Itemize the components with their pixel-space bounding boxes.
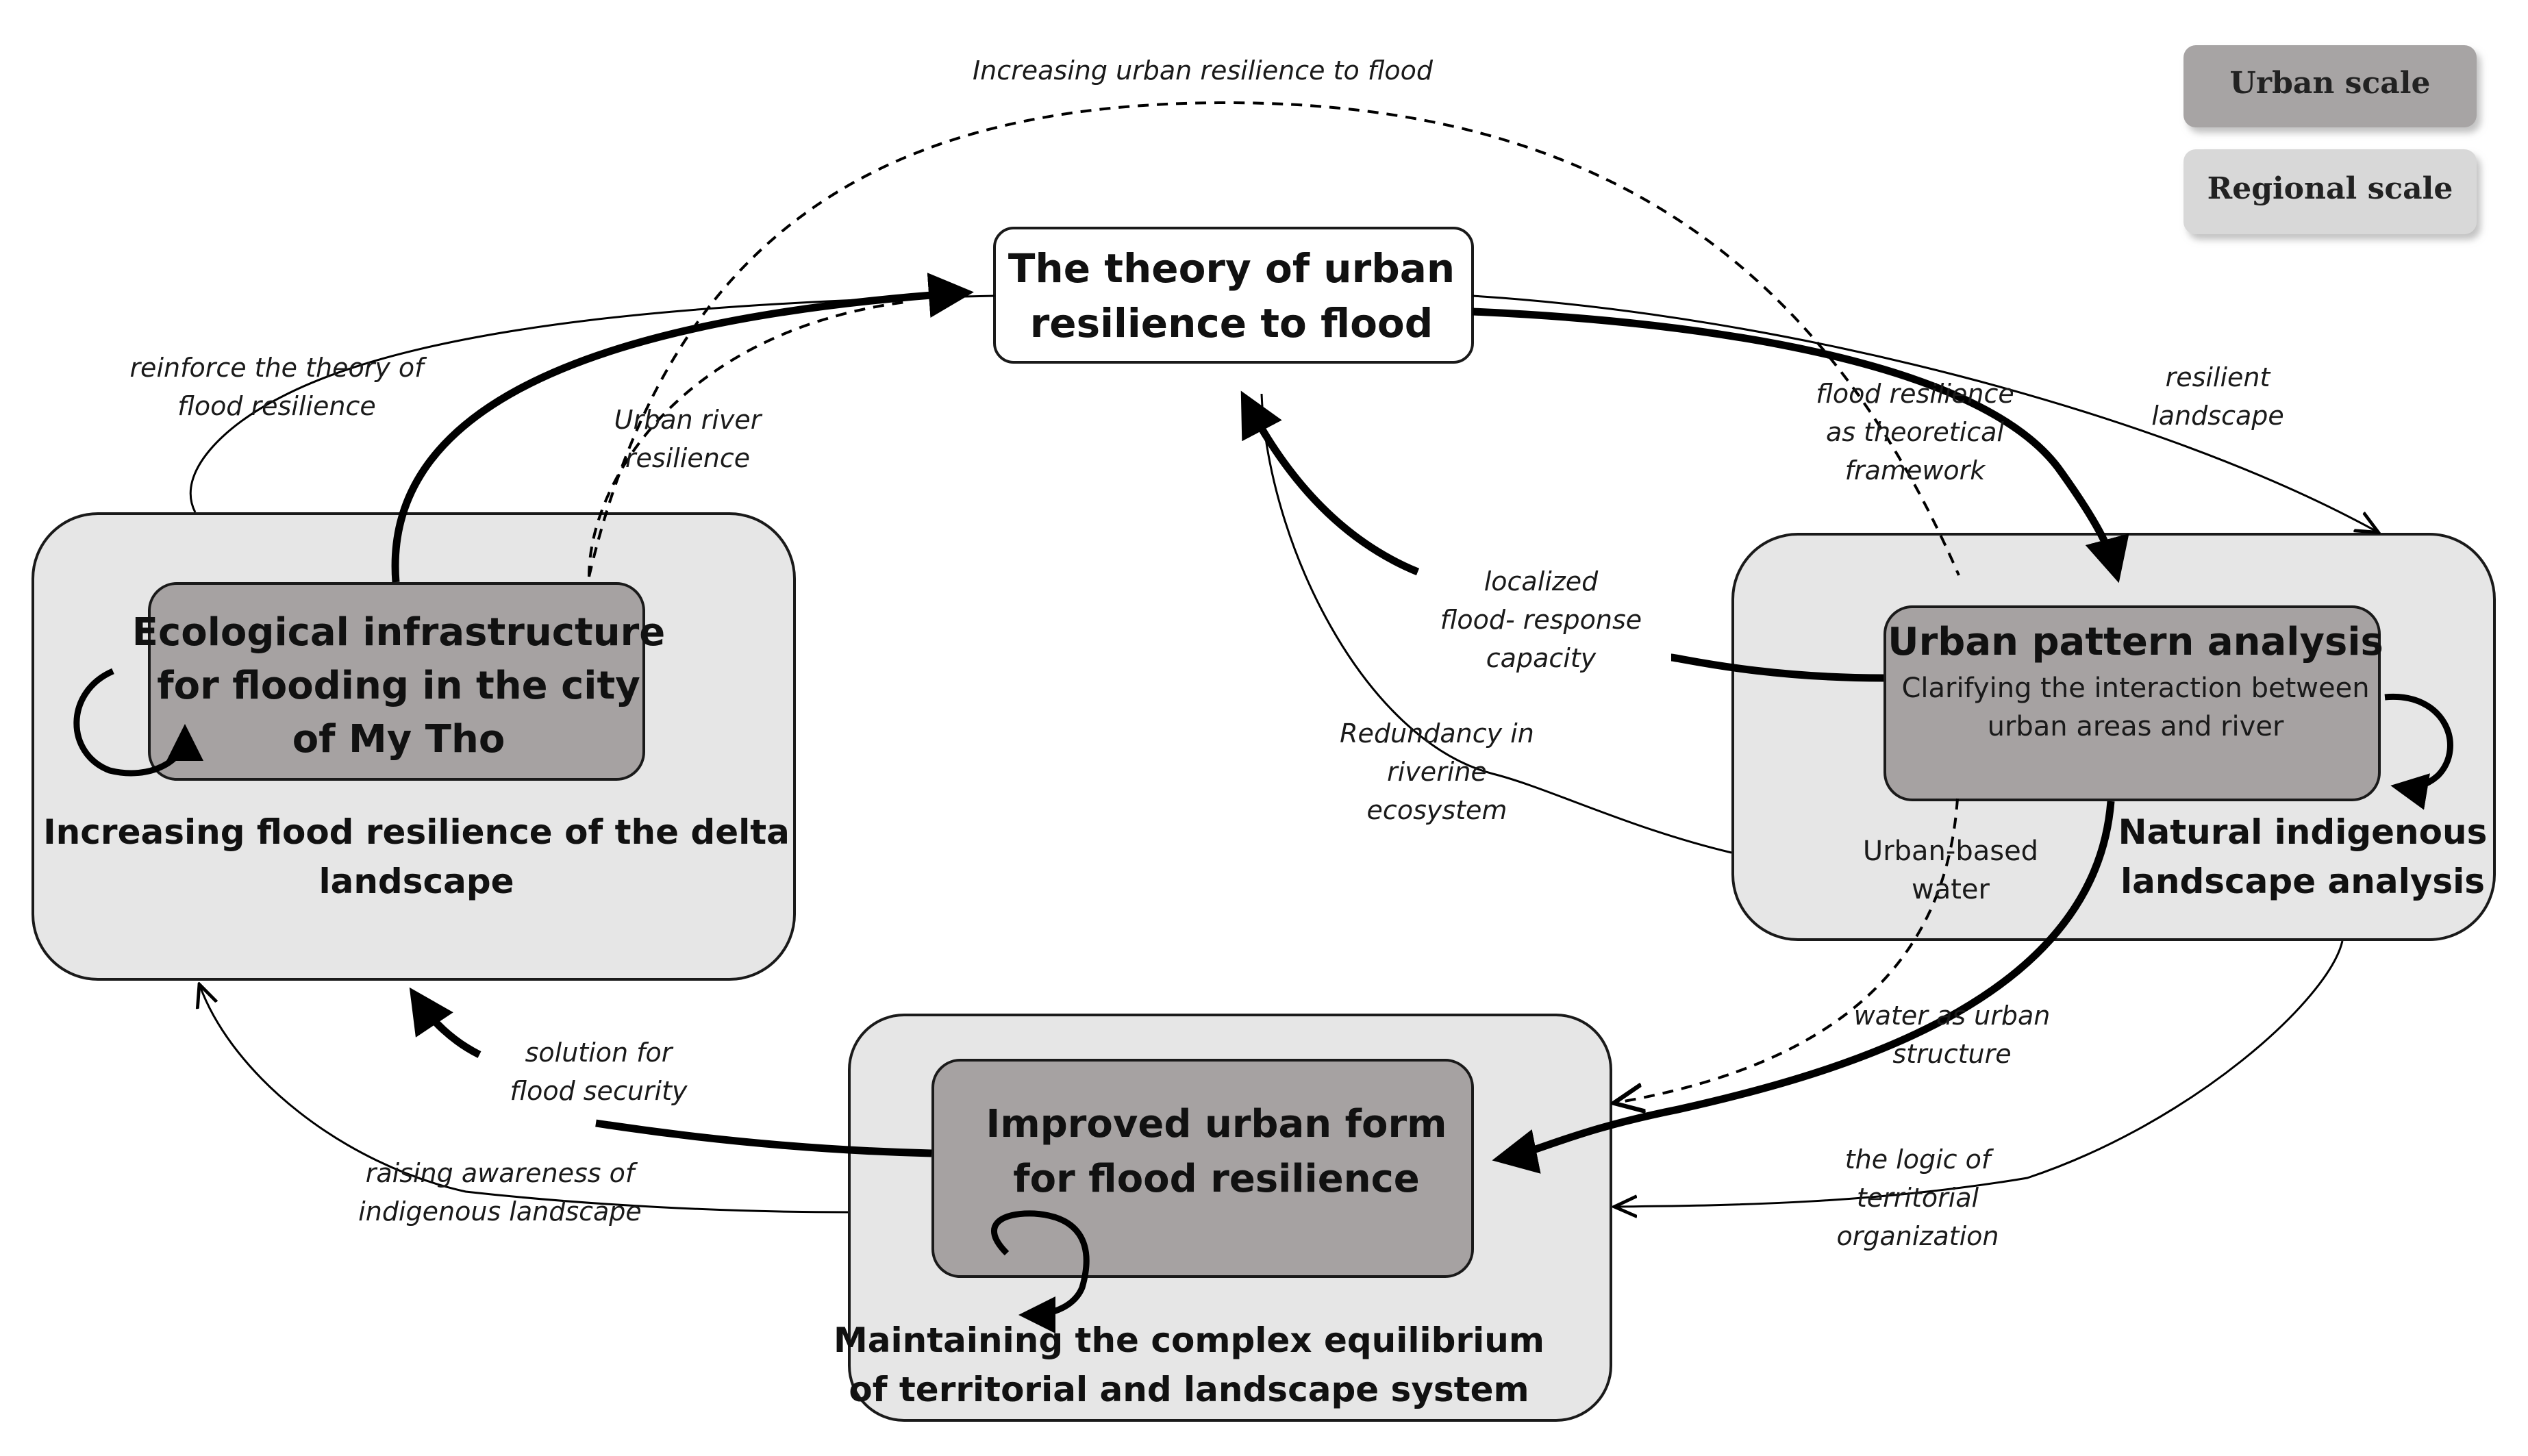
dashed-urban-water bbox=[1616, 798, 1959, 1103]
thick-left-to-theory bbox=[391, 273, 974, 583]
self-loops bbox=[73, 668, 2453, 1333]
label-urban-based-1: Urban-based bbox=[1863, 836, 2038, 867]
right-urban-sub1: Clarifying the interaction between bbox=[1901, 673, 2369, 704]
dashed-urban-river bbox=[588, 300, 912, 577]
dashed-top-arc bbox=[588, 101, 1960, 577]
thin-reinforce bbox=[189, 294, 995, 513]
thin-connectors bbox=[189, 294, 2377, 1214]
legend-regional-label: Regional scale bbox=[2207, 171, 2453, 206]
dashed-connectors bbox=[588, 101, 1960, 1103]
right-urban-title: Urban pattern analysis bbox=[1888, 620, 2383, 664]
legend-urban-label: Urban scale bbox=[2230, 66, 2431, 101]
label-raising-1: raising awareness of bbox=[366, 1158, 638, 1188]
label-solution-2: flood security bbox=[510, 1076, 688, 1106]
label-flood-res-1: flood resilience bbox=[1816, 379, 2014, 409]
label-logic-1: the logic of bbox=[1845, 1144, 1994, 1175]
label-reinforce-2: flood resilience bbox=[177, 391, 375, 421]
thick-bottom-to-left bbox=[595, 1119, 932, 1157]
label-urban-river-2: resilience bbox=[625, 443, 750, 473]
label-redundancy-2: riverine bbox=[1387, 757, 1487, 787]
label-resilient-2: landscape bbox=[2151, 401, 2284, 431]
right-regional-line2: landscape analysis bbox=[2120, 862, 2485, 901]
bottom-regional-line1: Maintaining the complex equilibrium bbox=[834, 1320, 1544, 1360]
left-urban-box bbox=[148, 582, 645, 781]
bottom-urban-line1: Improved urban form bbox=[986, 1102, 1447, 1146]
thin-raising bbox=[200, 986, 849, 1214]
label-localized-3: capacity bbox=[1486, 643, 1597, 673]
label-flood-res-2: as theoretical bbox=[1826, 417, 2004, 447]
theory-box bbox=[993, 227, 1474, 364]
left-urban-line1: Ecological infrastructure bbox=[132, 610, 665, 655]
bottom-regional-line2: of territorial and landscape system bbox=[849, 1370, 1529, 1409]
label-flood-res-3: framework bbox=[1845, 455, 1987, 486]
theory-title-line1: The theory of urban bbox=[1008, 245, 1455, 292]
label-top-dashed: Increasing urban resilience to flood bbox=[973, 55, 1434, 86]
label-water-2: structure bbox=[1892, 1039, 2011, 1069]
theory-title-line2: resilience to flood bbox=[1030, 300, 1434, 347]
left-regional-line2: landscape bbox=[318, 862, 514, 901]
label-logic-2: territorial bbox=[1857, 1183, 1979, 1213]
thick-connectors bbox=[391, 273, 2129, 1174]
bottom-urban-line2: for flood resilience bbox=[1013, 1157, 1420, 1201]
thick-right-to-bottom bbox=[1492, 801, 2115, 1174]
right-urban-sub2: urban areas and river bbox=[1988, 711, 2284, 742]
thin-resilient-landscape bbox=[1472, 294, 2377, 531]
left-urban-line3: of My Tho bbox=[292, 717, 505, 762]
label-raising-2: indigenous landscape bbox=[358, 1196, 642, 1227]
label-localized-2: flood- response bbox=[1440, 605, 1642, 635]
right-regional-line1: Natural indigenous bbox=[2118, 812, 2488, 852]
legend-regional-swatch bbox=[2183, 149, 2477, 234]
label-localized-1: localized bbox=[1484, 566, 1599, 597]
label-resilient-1: resilient bbox=[2166, 362, 2272, 392]
right-self-loop-icon bbox=[2384, 694, 2453, 810]
label-solution-1: solution for bbox=[525, 1038, 674, 1068]
label-redundancy-1: Redundancy in bbox=[1340, 718, 1534, 749]
thick-localized-to-theory bbox=[1240, 390, 1420, 576]
label-reinforce-1: reinforce the theory of bbox=[129, 353, 427, 383]
thick-theory-to-right bbox=[1472, 307, 2129, 583]
right-urban-box bbox=[1884, 605, 2381, 801]
legend-urban-swatch bbox=[2183, 45, 2477, 127]
thin-redundancy bbox=[1260, 393, 1732, 854]
label-urban-based-2: water bbox=[1912, 874, 1990, 905]
left-self-loop-icon bbox=[73, 668, 203, 777]
label-water-1: water as urban bbox=[1854, 1001, 2051, 1031]
thin-territorial bbox=[1616, 940, 2344, 1207]
bottom-self-loop-icon bbox=[991, 1210, 1090, 1333]
thick-right-to-theory bbox=[1670, 653, 1884, 682]
legend: Urban scale Regional scale bbox=[2183, 45, 2477, 234]
thick-solution-to-left bbox=[409, 987, 481, 1058]
label-redundancy-3: ecosystem bbox=[1367, 795, 1507, 825]
left-regional-line1: Increasing flood resilience of the delta bbox=[43, 812, 790, 852]
label-urban-river-1: Urban river bbox=[614, 405, 763, 435]
left-urban-line2: for flooding in the city bbox=[157, 664, 640, 708]
label-logic-3: organization bbox=[1837, 1221, 1999, 1251]
